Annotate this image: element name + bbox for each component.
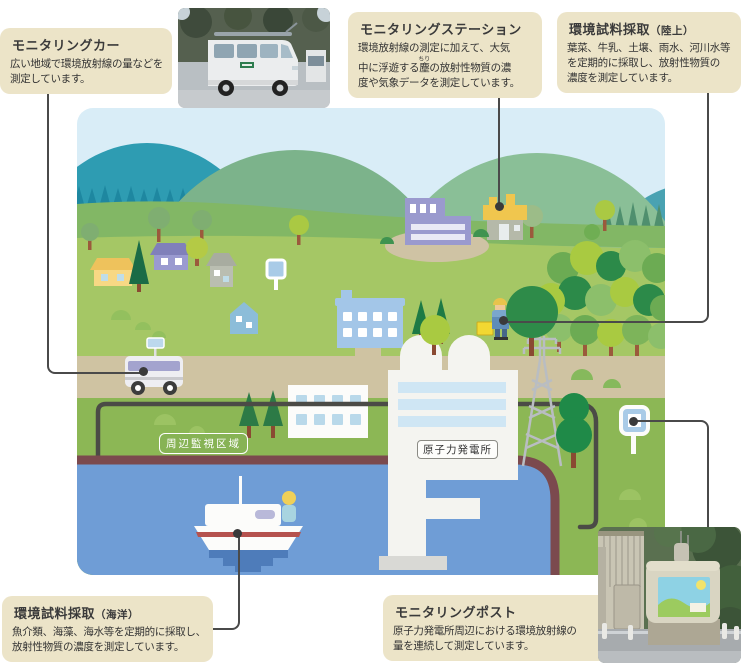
connector-post-dot xyxy=(629,417,638,426)
connector-marine-dot xyxy=(233,529,242,538)
transmission-tower xyxy=(521,329,563,467)
map-label-surveillance-area: 周辺監視区域 xyxy=(159,433,248,454)
ruby-base: 塵 xyxy=(418,62,431,74)
connector-land-sampling-line xyxy=(505,93,709,323)
connector-car-dot xyxy=(139,367,148,376)
monitoring-car-photo xyxy=(178,8,330,108)
callout-body-line: 度や気象データを測定しています。 xyxy=(358,77,520,89)
ruby-text: ちり xyxy=(418,56,431,63)
callout-title: モニタリングカー xyxy=(12,39,121,54)
monitoring-post-photo xyxy=(598,527,741,663)
roadside-conifers xyxy=(239,390,283,438)
callout-body-line: 広い地域で環境放射線の量などを xyxy=(10,58,163,70)
callout-title: 環境試料採取（陸上） xyxy=(569,19,731,38)
callout-title: モニタリングステーション xyxy=(360,23,522,38)
callout-title: 環境試料採取（海洋） xyxy=(14,603,203,622)
coastal-tree xyxy=(556,393,592,468)
white-office-building xyxy=(288,385,368,438)
callout-body-line: 濃度を測定しています。 xyxy=(567,72,678,84)
connector-station-line xyxy=(498,93,500,204)
body-text: 中に浮遊する xyxy=(358,62,420,74)
title-text: 環境試料採取 xyxy=(569,23,651,38)
callout-land-sampling: 環境試料採取（陸上） 葉菜、牛乳、土壌、雨水、河川水等 を定期的に採取し、放射性… xyxy=(557,12,741,93)
callout-body-line: 原子力発電所周辺における環境放射線の xyxy=(393,625,577,637)
village xyxy=(90,237,258,338)
callout-marine-sampling: 環境試料採取（海洋） 魚介類、海藻、海水等を定期的に採取し、 放射性物質の濃度を… xyxy=(2,596,213,662)
callout-title: モニタリングポスト xyxy=(395,606,517,621)
callout-body-line: 環境放射線の測定に加えて、大気 xyxy=(358,42,510,54)
callout-body-line: 魚介類、海藻、海水等を定期的に採取し、 xyxy=(12,626,206,638)
connector-land-sampling-dot xyxy=(499,316,508,325)
callout-body-line: を定期的に採取し、放射性物質の xyxy=(567,57,720,69)
village-sign xyxy=(265,258,287,290)
callout-monitoring-station: モニタリングステーション 環境放射線の測定に加えて、大気 中に浮遊する塵ちりの放… xyxy=(348,12,542,98)
callout-body-line: 測定しています。 xyxy=(10,73,91,85)
survey-boat xyxy=(194,476,303,572)
office-building xyxy=(335,290,405,348)
callout-monitoring-car: モニタリングカー 広い地域で環境放射線の量などを 測定しています。 xyxy=(0,28,172,94)
worker-trees xyxy=(420,285,565,356)
callout-body-line: 中に浮遊する塵ちりの放射性物質の濃 xyxy=(358,56,532,76)
research-facility-building xyxy=(405,198,471,245)
body-text: の放射性物質の濃 xyxy=(429,62,512,74)
map-label-power-plant: 原子力発電所 xyxy=(417,440,498,459)
ruby-chiri: 塵ちり xyxy=(418,56,431,74)
connector-station-dot xyxy=(495,202,504,211)
power-plant xyxy=(379,335,518,570)
callout-body-line: 放射性物質の濃度を測定しています。 xyxy=(12,641,185,653)
title-suffix: （海洋） xyxy=(95,609,140,621)
callout-body-line: 葉菜、牛乳、土壌、雨水、河川水等 xyxy=(567,42,731,54)
callout-monitoring-post: モニタリングポスト 原子力発電所周辺における環境放射線の 量を連続して測定してい… xyxy=(383,595,628,661)
connector-post-line xyxy=(634,420,709,532)
title-text: 環境試料採取 xyxy=(14,607,96,622)
title-suffix: （陸上） xyxy=(650,25,695,37)
monitoring-station-building xyxy=(483,194,527,240)
connector-car-line xyxy=(47,90,145,374)
surveillance-boundary-line xyxy=(95,401,599,530)
illustrated-map xyxy=(77,108,665,575)
callout-body-line: 量を連続して測定しています。 xyxy=(393,640,535,652)
connector-marine-line xyxy=(213,533,240,630)
